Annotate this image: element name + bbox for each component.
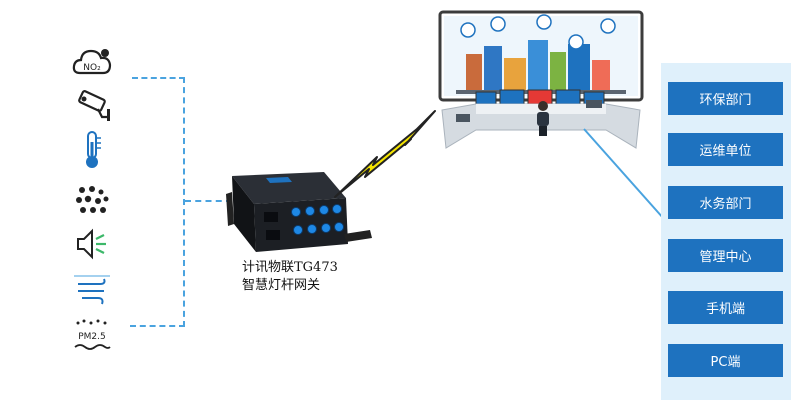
department-operations: 运维单位	[668, 133, 783, 166]
department-pc-client: PC端	[668, 344, 783, 377]
department-management-center: 管理中心	[668, 239, 783, 272]
sensor-bus-top-line	[132, 77, 185, 79]
sensor-bus-vertical-line	[183, 77, 185, 327]
gateway-label: 计讯物联TG473 智慧灯杆网关	[242, 259, 362, 295]
pm25-dust-icon: PM2.5	[70, 315, 114, 355]
particulate-dots-icon	[70, 180, 114, 220]
departments-panel	[661, 63, 791, 400]
gateway-device-icon	[226, 172, 372, 252]
gateway-model: 计讯物联TG473	[242, 260, 338, 275]
wireless-link-lightning-icon	[334, 110, 436, 198]
gateway-description: 智慧灯杆网关	[242, 278, 321, 293]
control-center-illustration	[438, 10, 644, 149]
department-mobile-client: 手机端	[668, 291, 783, 324]
sensor-bus-bottom-line	[130, 325, 185, 327]
center-to-departments-line	[583, 128, 665, 220]
thermometer-icon	[70, 130, 114, 170]
no2-label: NO₂	[83, 63, 101, 73]
pm25-label: PM2.5	[78, 332, 106, 342]
department-water-affairs: 水务部门	[668, 186, 783, 219]
sensor-to-gateway-line	[185, 200, 232, 202]
speaker-noise-icon	[70, 224, 114, 264]
wind-icon	[70, 270, 114, 310]
department-environmental: 环保部门	[668, 82, 783, 115]
cctv-camera-icon	[70, 86, 114, 126]
cloud-no2-icon: NO₂	[70, 42, 114, 82]
